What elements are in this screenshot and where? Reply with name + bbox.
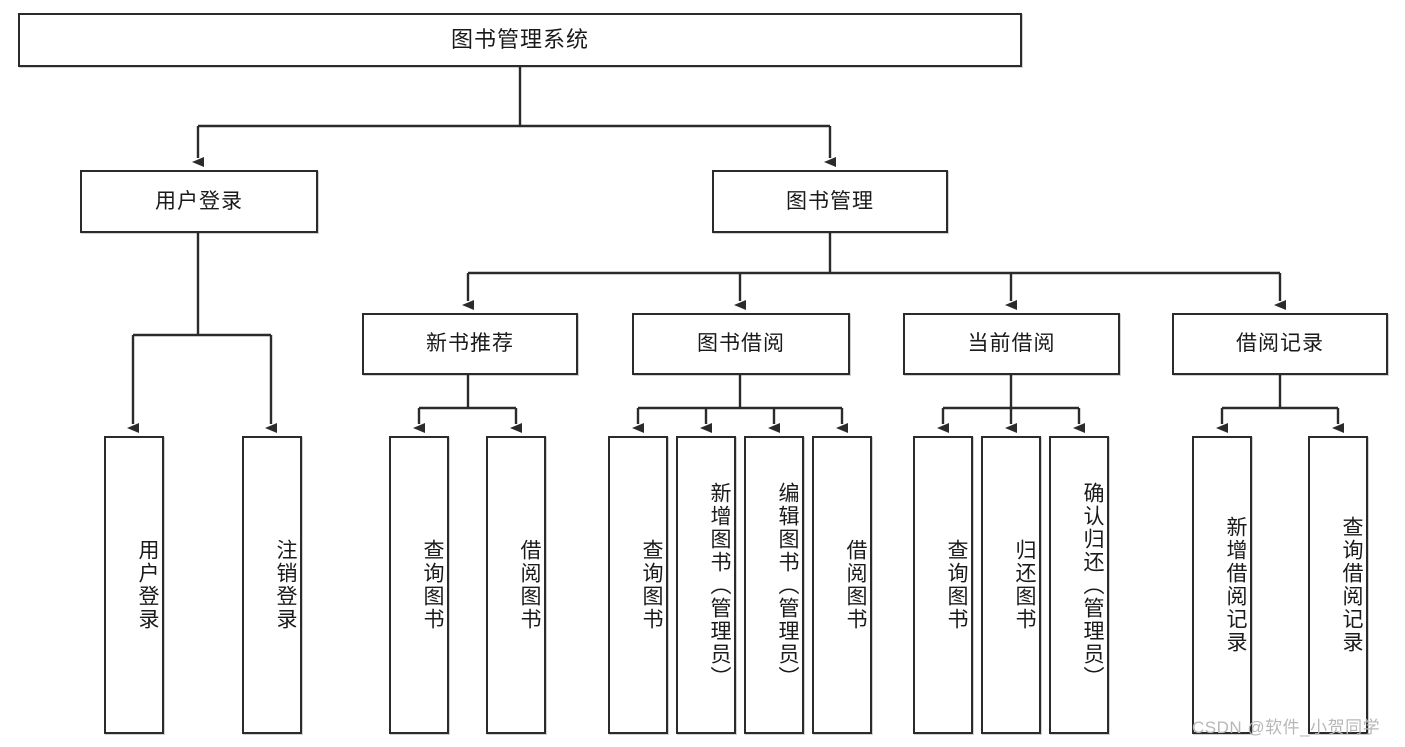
node-label: 查询图书 xyxy=(945,539,968,631)
leaf-record-add[interactable]: 新增借阅记录 xyxy=(1192,436,1252,734)
node-book-borrow[interactable]: 图书借阅 xyxy=(632,313,850,375)
node-label: 注销登录 xyxy=(274,539,297,631)
node-root-system[interactable]: 图书管理系统 xyxy=(18,13,1022,67)
leaf-record-query[interactable]: 查询借阅记录 xyxy=(1308,436,1368,734)
node-label: 新增图书（管理员） xyxy=(708,481,731,689)
leaf-borrow-query-book[interactable]: 查询图书 xyxy=(608,436,668,734)
node-label: 图书管理 xyxy=(786,189,874,213)
node-label: 借阅图书 xyxy=(844,539,867,631)
node-label: 借阅记录 xyxy=(1236,332,1324,356)
leaf-current-query-book[interactable]: 查询图书 xyxy=(913,436,973,734)
watermark-text: CSDN @软件_小贺同学 xyxy=(1192,718,1381,737)
node-label: 新增借阅记录 xyxy=(1224,516,1247,654)
node-label: 借阅图书 xyxy=(518,539,541,631)
node-label: 查询借阅记录 xyxy=(1340,516,1363,654)
node-label: 图书借阅 xyxy=(697,332,785,356)
node-label: 查询图书 xyxy=(421,539,444,631)
leaf-current-return-book[interactable]: 归还图书 xyxy=(981,436,1041,734)
leaf-new-book-borrow[interactable]: 借阅图书 xyxy=(486,436,546,734)
leaf-borrow-add-book[interactable]: 新增图书（管理员） xyxy=(676,436,736,734)
node-book-management[interactable]: 图书管理 xyxy=(712,170,948,233)
node-label: 当前借阅 xyxy=(967,332,1056,356)
node-label: 确认归还（管理员） xyxy=(1081,481,1104,689)
node-new-book-recommend[interactable]: 新书推荐 xyxy=(362,313,578,375)
leaf-borrow-edit-book[interactable]: 编辑图书（管理员） xyxy=(744,436,804,734)
leaf-borrow-borrow-book[interactable]: 借阅图书 xyxy=(812,436,872,734)
node-current-borrow[interactable]: 当前借阅 xyxy=(903,313,1120,375)
leaf-user-login-login[interactable]: 用户登录 xyxy=(104,436,164,734)
node-borrow-record[interactable]: 借阅记录 xyxy=(1172,313,1388,375)
node-label: 归还图书 xyxy=(1013,539,1036,631)
node-label: 编辑图书（管理员） xyxy=(776,481,799,689)
node-user-login[interactable]: 用户登录 xyxy=(80,170,318,233)
node-label: 查询图书 xyxy=(640,539,663,631)
node-label: 新书推荐 xyxy=(426,332,514,356)
leaf-new-book-query[interactable]: 查询图书 xyxy=(389,436,449,734)
node-label: 用户登录 xyxy=(155,189,243,213)
leaf-user-login-logout[interactable]: 注销登录 xyxy=(242,436,302,734)
node-label: 图书管理系统 xyxy=(450,26,589,52)
node-label: 用户登录 xyxy=(136,539,159,631)
leaf-current-confirm-return[interactable]: 确认归还（管理员） xyxy=(1049,436,1109,734)
